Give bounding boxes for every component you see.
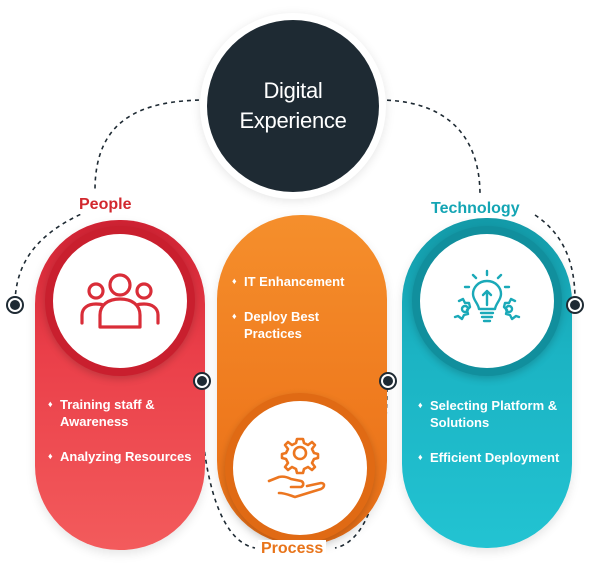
- connector-dot-people-process: [195, 374, 209, 388]
- people-bullet-list: Training staff & Awareness Analyzing Res…: [48, 396, 198, 483]
- connector-dot-process-technology: [381, 374, 395, 388]
- list-item: Efficient Deployment: [418, 449, 568, 466]
- list-item: Selecting Platform & Solutions: [418, 397, 568, 431]
- lightbulb-gears-icon: [453, 269, 521, 323]
- people-title: People: [76, 196, 135, 214]
- connector-dot-right: [568, 298, 582, 312]
- process-bullet-list: IT Enhancement Deploy Best Practices: [232, 273, 377, 360]
- center-hub: Digital Experience: [207, 20, 379, 192]
- list-item: Training staff & Awareness: [48, 396, 198, 430]
- center-title-line-1: Digital: [263, 78, 323, 103]
- list-item: Deploy Best Practices: [232, 308, 377, 342]
- technology-bullet-list: Selecting Platform & Solutions Efficient…: [418, 397, 568, 484]
- people-group-icon: [80, 273, 160, 329]
- process-title: Process: [258, 540, 327, 558]
- process-icon-ring: [225, 393, 375, 543]
- list-item: IT Enhancement: [232, 273, 377, 290]
- connector-dot-left: [8, 298, 22, 312]
- list-item: Analyzing Resources: [48, 448, 198, 465]
- center-title-line-2: Experience: [239, 108, 347, 133]
- technology-icon-ring: [412, 226, 562, 376]
- gear-hand-icon: [267, 437, 326, 499]
- people-icon-ring: [45, 226, 195, 376]
- technology-title: Technology: [428, 200, 523, 218]
